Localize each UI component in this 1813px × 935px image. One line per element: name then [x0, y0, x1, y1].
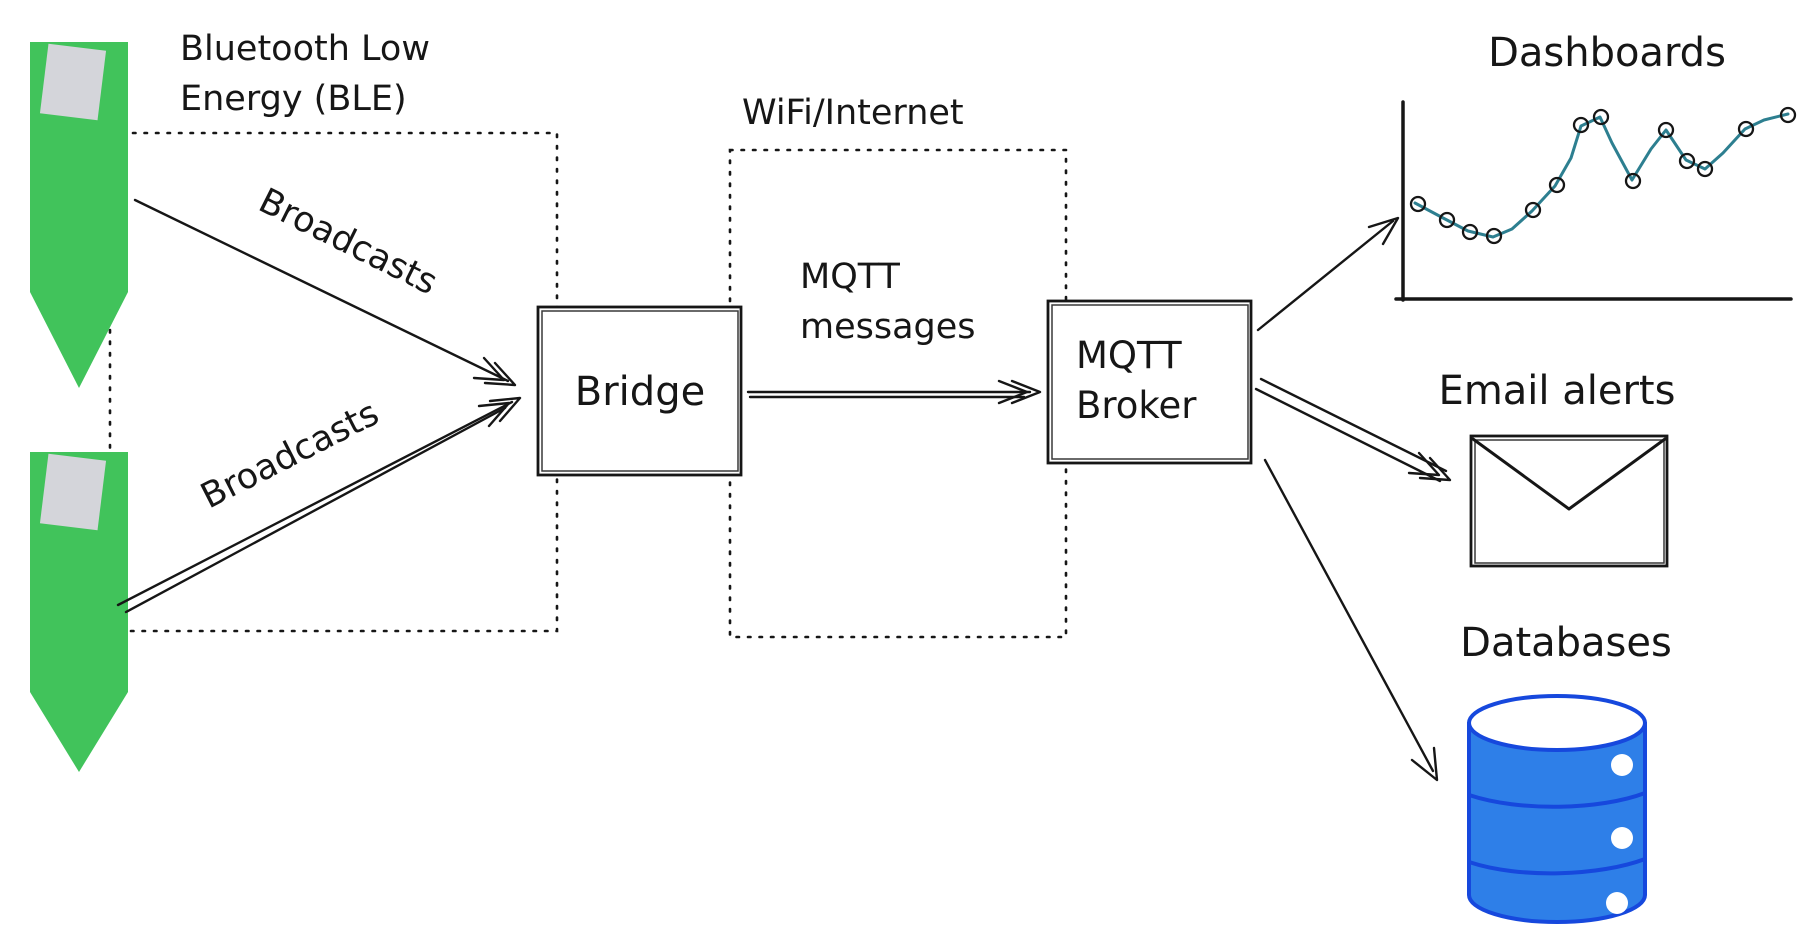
broadcast-top-label: Broadcasts: [252, 181, 443, 303]
mqtt-broker-box: [1046, 299, 1253, 465]
sensor-tag-bottom: [30, 452, 128, 772]
arrow-broadcast-bottom: Broadcasts: [116, 393, 522, 614]
wifi-label: WiFi/Internet: [742, 93, 964, 133]
sensor-tag-screen: [39, 43, 107, 121]
arrowhead-icon: [477, 401, 511, 428]
envelope-icon: [1469, 434, 1669, 568]
dashboards-output: Dashboards: [1394, 30, 1797, 302]
email-alerts-label: Email alerts: [1439, 368, 1676, 414]
arrow-shaft-sketch: [1259, 377, 1448, 473]
bridge-node: Bridge: [536, 305, 743, 477]
sensor-tag-screen: [39, 453, 107, 531]
chart-data-point: [1592, 108, 1610, 126]
databases-output: Databases: [1460, 620, 1672, 924]
arrow-shaft: [1263, 458, 1435, 773]
arrow-mqtt-messages: MQTT messages: [746, 257, 1042, 405]
arrow-broadcast-top: Broadcasts: [133, 181, 517, 387]
chart-data-point: [1657, 121, 1675, 139]
mqtt-broker-box-sketch: [1051, 304, 1249, 460]
mqtt-messages-label-line1: MQTT: [800, 257, 901, 297]
mqtt-broker-node: MQTT Broker: [1046, 299, 1253, 465]
databases-label: Databases: [1460, 620, 1672, 666]
ble-dotted-group-box: [108, 131, 559, 633]
database-highlight-dot: [1611, 754, 1633, 776]
arrow-shaft: [116, 400, 514, 607]
chart-data-point: [1438, 211, 1456, 229]
chart-line: [1413, 112, 1790, 239]
line-chart-icon: [1394, 100, 1793, 302]
dashboards-label: Dashboards: [1488, 30, 1726, 76]
mqtt-broker-label-line2: Broker: [1076, 384, 1197, 427]
chart-data-point: [1737, 120, 1755, 138]
bridge-box-sketch: [541, 310, 739, 472]
database-highlight-dot: [1606, 892, 1628, 914]
arrowhead-icon: [1410, 746, 1439, 782]
database-top: [1467, 694, 1647, 752]
chart-data-point: [1779, 106, 1797, 124]
email-alerts-output: Email alerts: [1439, 368, 1676, 568]
envelope-sketch: [1474, 439, 1665, 564]
arrowhead-icon: [488, 396, 522, 423]
broadcast-bottom-label: Broadcasts: [195, 393, 386, 517]
arrow-shaft: [133, 198, 510, 383]
chart-data-point: [1548, 176, 1566, 194]
arrow-to-email: [1254, 377, 1452, 483]
arrow-to-dashboards: [1256, 216, 1400, 332]
chart-data-point: [1524, 201, 1542, 219]
chart-data-points: [1409, 106, 1797, 245]
green-ble-sensor-tag-icon: [30, 452, 128, 772]
wifi-dotted-group-box: [728, 148, 1068, 639]
mqtt-broker-label-line1: MQTT: [1076, 334, 1182, 377]
arrowhead-icon: [997, 379, 1029, 405]
bridge-box: [536, 305, 743, 477]
arrowhead-icon: [1407, 451, 1441, 477]
arrowhead-icon: [1418, 456, 1452, 482]
chart-data-point: [1624, 172, 1642, 190]
chart-data-point: [1572, 116, 1590, 134]
bridge-label: Bridge: [575, 369, 705, 415]
arrow-shaft-sketch: [124, 406, 507, 614]
arrowhead-icon: [1010, 379, 1042, 405]
chart-data-point: [1409, 195, 1427, 213]
chart-data-point: [1485, 227, 1503, 245]
arrowhead-icon: [483, 361, 517, 387]
arrow-shaft: [1254, 387, 1442, 483]
green-ble-sensor-tag-icon: [30, 42, 128, 388]
mqtt-messages-label-line2: messages: [800, 307, 976, 347]
envelope-flap: [1471, 437, 1667, 511]
database-separator: [1468, 791, 1646, 809]
database-highlight-dot: [1611, 827, 1633, 849]
ble-label-line1: Bluetooth Low: [180, 29, 430, 69]
arrow-shaft: [1256, 219, 1395, 332]
chart-data-point: [1678, 152, 1696, 170]
arrow-to-databases: [1263, 458, 1439, 782]
ble-label-line2: Energy (BLE): [180, 79, 407, 119]
database-separator: [1468, 857, 1646, 876]
chart-data-point: [1696, 160, 1714, 178]
arrowhead-icon: [1367, 216, 1400, 246]
arrowhead-icon: [472, 356, 506, 382]
chart-data-point: [1461, 223, 1479, 241]
sensor-tag-top: [30, 42, 128, 388]
